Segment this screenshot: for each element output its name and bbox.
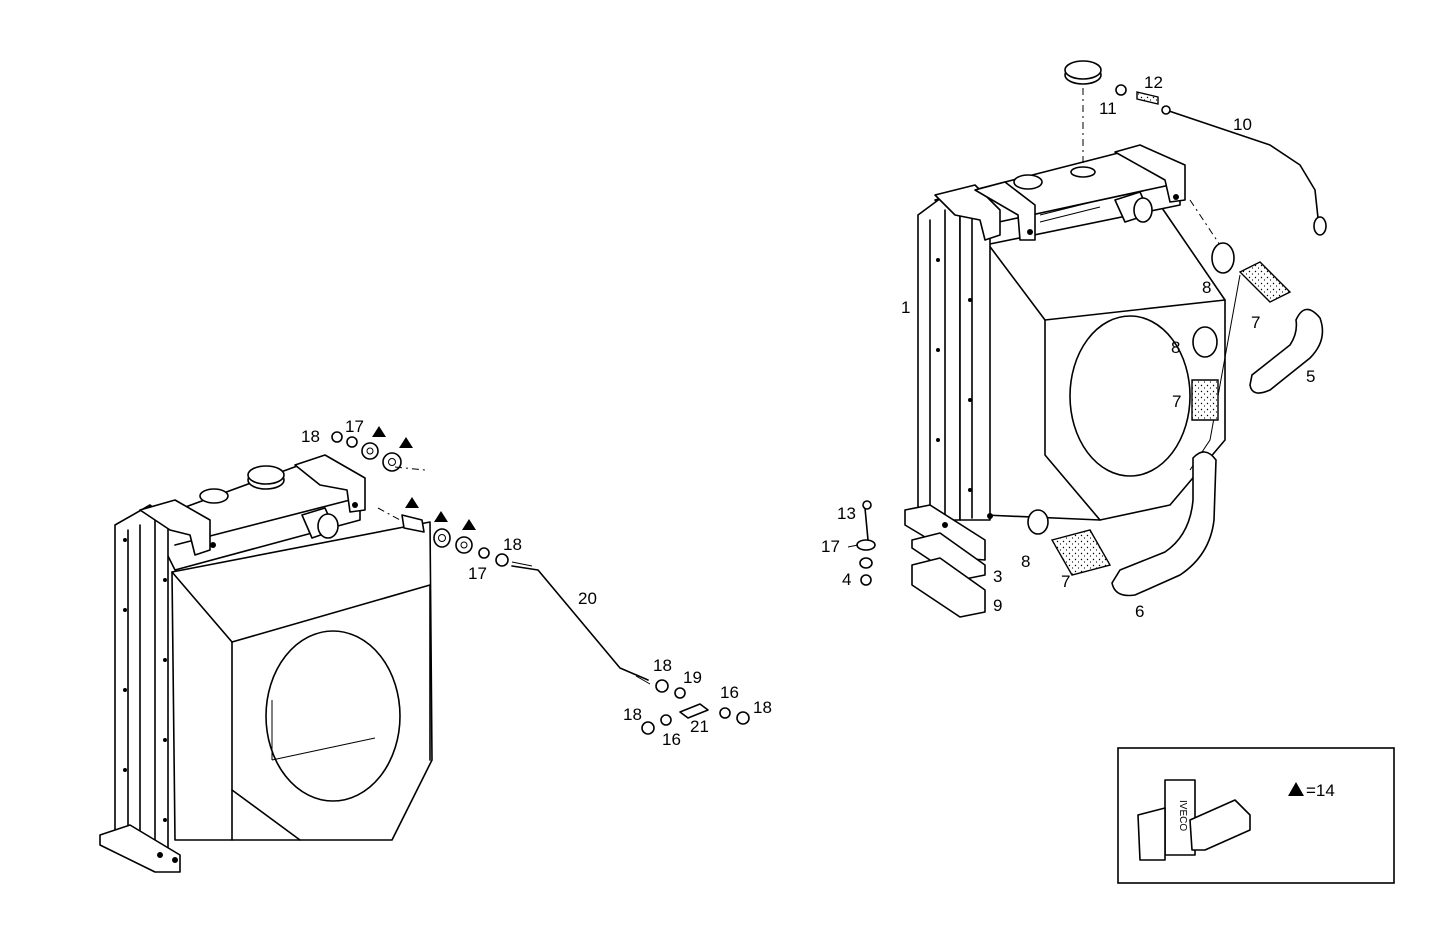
callout-7: 7: [1251, 313, 1260, 332]
sleeve-7-upper: [1238, 261, 1292, 303]
sleeve-7-lower: [1050, 529, 1112, 576]
pad-3: [911, 532, 986, 581]
callout-21: 21: [690, 717, 709, 736]
callout-13: 13: [837, 504, 856, 523]
callout-labels: 1 3 4 5 6 7 7 7 8 8 8 9 10 11 12 13 17 1…: [301, 73, 1315, 749]
callout-18: 18: [623, 705, 642, 724]
callout-10: 10: [1233, 115, 1252, 134]
callout-6: 6: [1135, 602, 1144, 621]
right-upper-hose: [1189, 199, 1324, 471]
callout-5: 5: [1306, 367, 1315, 386]
hose-5: [1249, 308, 1324, 394]
callout-17: 17: [468, 564, 487, 583]
callout-18: 18: [653, 656, 672, 675]
callout-18: 18: [301, 427, 320, 446]
triangle-marker: [462, 519, 476, 530]
sleeve-7-mid: [1191, 379, 1219, 421]
sensor-21: [679, 703, 709, 719]
callout-16: 16: [720, 683, 739, 702]
triangle-marker: [372, 426, 386, 437]
clamp-8-mid: [1192, 326, 1218, 358]
callout-1: 1: [901, 298, 910, 317]
callout-9: 9: [993, 596, 1002, 615]
right-filler-cap: [1064, 60, 1102, 165]
right-lower-hose: [1027, 326, 1219, 597]
callout-4: 4: [842, 570, 851, 589]
callout-7: 7: [1172, 392, 1181, 411]
callout-8: 8: [1021, 552, 1030, 571]
left-radiator-assembly: [99, 454, 433, 873]
left-fan-opening: [265, 630, 401, 802]
cable-10: [1165, 109, 1319, 219]
left-top-fasteners: [331, 426, 426, 472]
triangle-marker: [405, 497, 419, 508]
left-side-fasteners: [377, 497, 651, 685]
callout-19: 19: [683, 668, 702, 687]
callout-8: 8: [1202, 278, 1211, 297]
right-fan-opening: [1069, 315, 1191, 477]
callout-12: 12: [1144, 73, 1163, 92]
callout-20: 20: [578, 589, 597, 608]
right-mounting-parts: [847, 500, 986, 618]
hose-6: [1111, 451, 1217, 597]
legend-text: =14: [1306, 781, 1335, 800]
left-bottom-fasteners: [641, 679, 750, 735]
callout-7: 7: [1061, 572, 1070, 591]
pad-9: [911, 557, 986, 618]
callout-16: 16: [662, 730, 681, 749]
callout-17: 17: [821, 537, 840, 556]
callout-18: 18: [503, 535, 522, 554]
callout-3: 3: [993, 567, 1002, 586]
callout-18: 18: [753, 698, 772, 717]
rod-20: [511, 565, 649, 681]
callout-8: 8: [1171, 338, 1180, 357]
inset-legend-box: IVECO =14: [1117, 747, 1395, 884]
callout-17: 17: [345, 417, 364, 436]
right-radiator-assembly: [904, 144, 1226, 561]
clamp-8-upper: [1211, 242, 1235, 274]
triangle-marker: [399, 437, 413, 448]
washer-17: [856, 539, 876, 551]
right-sensor-parts: [1115, 84, 1327, 236]
legend-triangle-icon: [1288, 782, 1304, 796]
inset-brand-label: IVECO: [1177, 800, 1188, 831]
triangle-marker: [434, 511, 448, 522]
callout-11: 11: [1099, 99, 1117, 118]
bolt-13: [864, 507, 869, 541]
nut-4: [860, 574, 872, 586]
clamp-8-lower: [1027, 509, 1049, 535]
